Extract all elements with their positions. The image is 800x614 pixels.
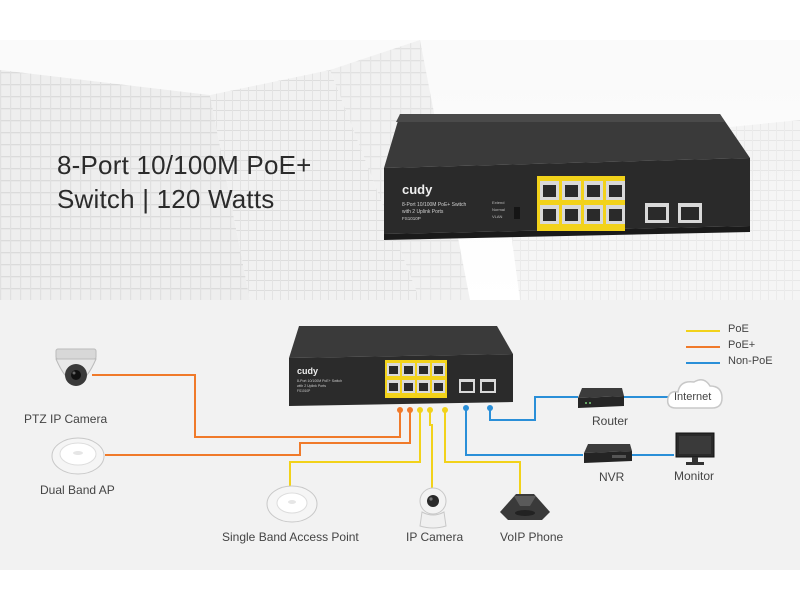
svg-text:FS1010P: FS1010P bbox=[402, 216, 421, 221]
legend-non-poe-label: Non-PoE bbox=[728, 355, 773, 367]
hero-title-line2: Switch | 120 Watts bbox=[57, 184, 275, 214]
legend-poe-swatch bbox=[686, 330, 720, 332]
svg-text:Normal: Normal bbox=[492, 207, 505, 212]
svg-text:VLAN: VLAN bbox=[492, 214, 503, 219]
legend-non-poe-swatch bbox=[686, 362, 720, 364]
voip-phone-label: VoIP Phone bbox=[500, 530, 564, 544]
dual-band-ap-label: Dual Band AP bbox=[40, 483, 115, 497]
internet-cloud-icon bbox=[666, 379, 723, 409]
switch-brand-logo: cudy bbox=[402, 182, 433, 197]
svg-text:with 2 Uplink Ports: with 2 Uplink Ports bbox=[402, 209, 444, 215]
svg-text:cudy: cudy bbox=[297, 366, 318, 376]
svg-text:Extend: Extend bbox=[492, 200, 504, 205]
legend-poe-plus-label: PoE+ bbox=[728, 339, 756, 351]
nvr-label: NVR bbox=[599, 470, 625, 484]
voip-phone-icon bbox=[500, 494, 550, 520]
poe-ports-large bbox=[537, 176, 625, 231]
ip-camera-icon bbox=[419, 487, 447, 529]
svg-text:8-Port 10/100M PoE+ Switch: 8-Port 10/100M PoE+ Switch bbox=[402, 202, 467, 208]
legend-poe-label: PoE bbox=[728, 323, 749, 335]
single-band-ap-label: Single Band Access Point bbox=[222, 530, 359, 544]
nvr-icon bbox=[584, 444, 632, 463]
svg-text:8-Port 10/100M PoE+ Switch: 8-Port 10/100M PoE+ Switch bbox=[297, 379, 342, 383]
ip-camera-label: IP Camera bbox=[406, 530, 464, 544]
ptz-camera-icon bbox=[55, 348, 97, 386]
svg-text:FS1010P: FS1010P bbox=[297, 389, 310, 393]
monitor-icon bbox=[675, 432, 715, 465]
legend: PoE PoE+ Non-PoE bbox=[686, 322, 786, 372]
legend-poe-plus-swatch bbox=[686, 346, 720, 348]
router-icon bbox=[578, 388, 624, 408]
svg-text:with 2 Uplink Ports: with 2 Uplink Ports bbox=[297, 384, 326, 388]
hero-title-line1: 8-Port 10/100M PoE+ bbox=[57, 150, 312, 180]
monitor-label: Monitor bbox=[674, 469, 715, 483]
switch-large-image: cudy 8-Port 10/100M PoE+ Switch with 2 U… bbox=[384, 114, 750, 240]
single-band-ap-icon bbox=[266, 485, 318, 523]
ptz-camera-label: PTZ IP Camera bbox=[24, 412, 108, 426]
dual-band-ap-icon bbox=[51, 437, 105, 475]
internet-label: Internet bbox=[674, 391, 712, 403]
switch-small-image: cudy 8-Port 10/100M PoE+ Switch with 2 U… bbox=[289, 326, 513, 406]
uplink-ports-large bbox=[645, 203, 702, 223]
router-label: Router bbox=[592, 414, 629, 428]
